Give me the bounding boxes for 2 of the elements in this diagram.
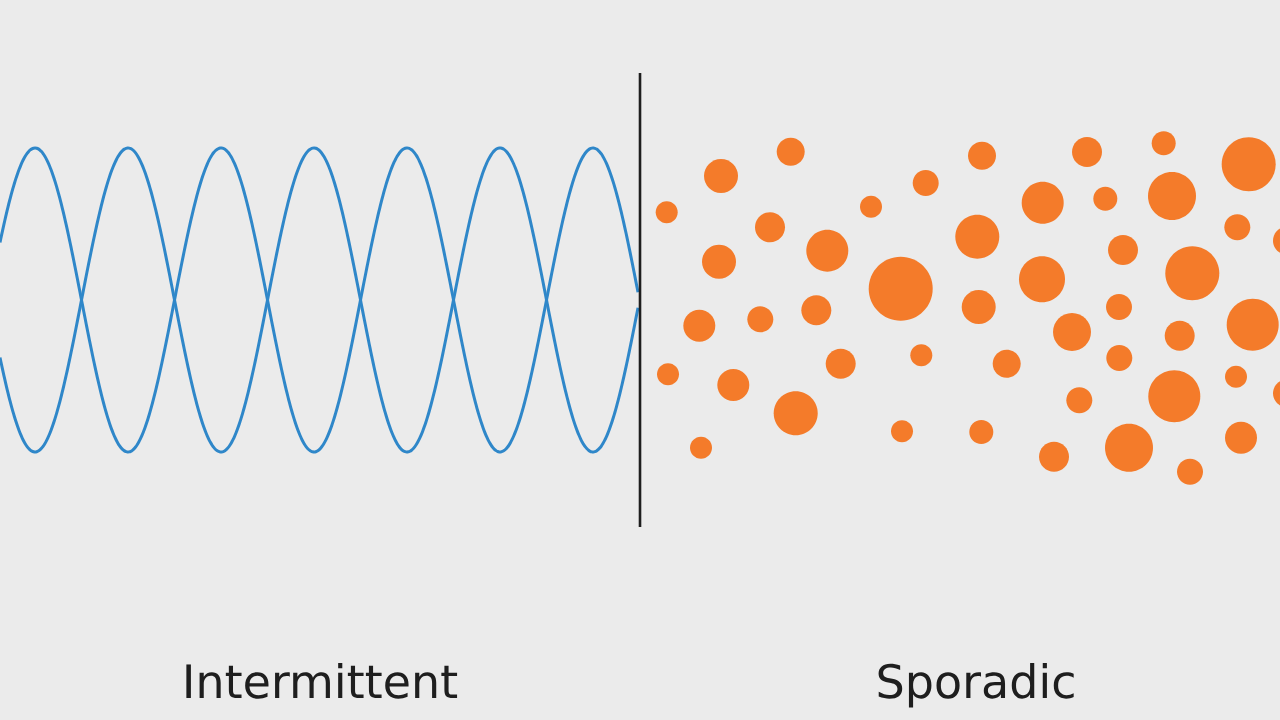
label: Intermittent: [186, 663, 458, 699]
label: Sporadic: [878, 663, 1074, 708]
